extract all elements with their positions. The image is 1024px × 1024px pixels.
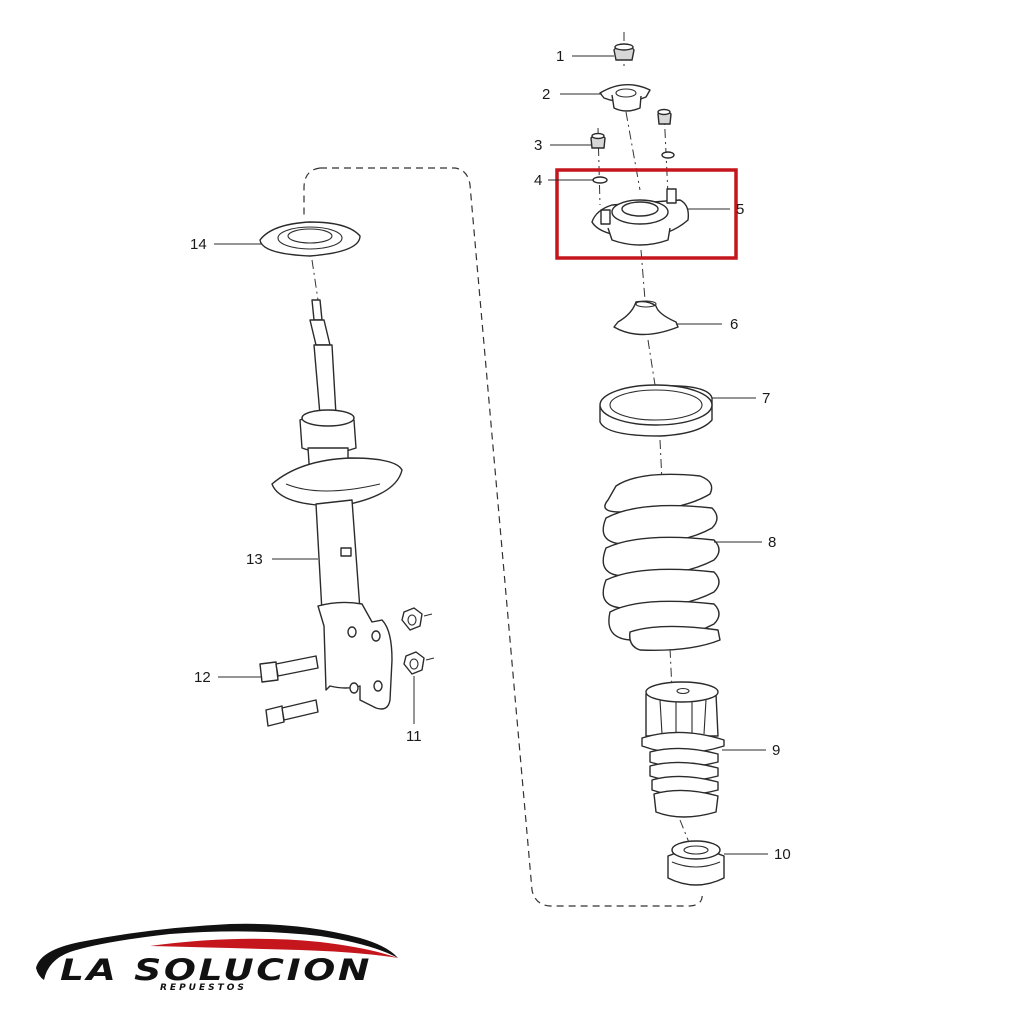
callout-14: 14: [190, 236, 207, 253]
assembly-dashed-frame-left: [303, 167, 321, 215]
part-9-dust-boot: [641, 681, 725, 818]
assembly-dashed-frame: [320, 167, 703, 907]
part-4-small-washer: [592, 151, 675, 184]
callout-7: 7: [762, 390, 770, 407]
callout-2: 2: [542, 86, 550, 103]
bolt-axis-3: [597, 127, 601, 206]
brand-swoosh-icon: [36, 923, 398, 980]
part-3-small-nut: [590, 108, 672, 149]
part-5-strut-top-mount: [591, 188, 690, 246]
part-14-spring-pad: [259, 221, 361, 257]
part-11-nuts: [401, 607, 435, 675]
callout-12: 12: [194, 669, 211, 686]
part-7-upper-spring-seat: [599, 384, 713, 437]
callout-9: 9: [772, 742, 780, 759]
part-10-bump-stop: [667, 840, 725, 886]
callout-13: 13: [246, 551, 263, 568]
highlight-box-part-5: [555, 168, 738, 260]
part-8-coil-spring: [602, 473, 721, 651]
brand-tagline: REPUESTOS: [160, 983, 247, 993]
brand-name: LA SOLUCION: [60, 953, 372, 987]
part-6-dust-cap: [613, 300, 679, 336]
callout-8: 8: [768, 534, 776, 551]
part-1-top-nut: [613, 43, 635, 61]
part-13-strut-assembly: [271, 299, 403, 710]
brand-red-swoosh-icon: [150, 938, 398, 958]
callout-labels: 1 2 3 4 5 6 7 8 9 10 11 12 13 14: [190, 48, 791, 863]
callout-1: 1: [556, 48, 564, 65]
callout-5: 5: [736, 201, 744, 218]
part-2-washer-cup: [599, 84, 651, 112]
callout-3: 3: [534, 137, 542, 154]
callout-11: 11: [406, 728, 422, 745]
part-12-bolts: [259, 655, 319, 727]
brand-logo: LA SOLUCION REPUESTOS: [36, 923, 398, 993]
left-strut-axis: [311, 259, 319, 301]
leader-lines: [214, 55, 768, 855]
callout-10: 10: [774, 846, 791, 863]
callout-4: 4: [534, 172, 542, 189]
callout-6: 6: [730, 316, 738, 333]
